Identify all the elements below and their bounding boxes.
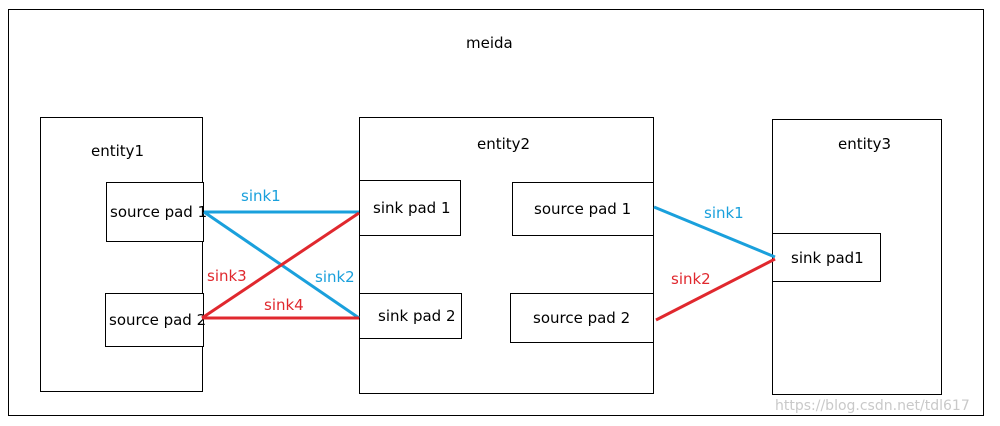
entity1-source-pad-2[interactable]: source pad 2 [105,293,206,347]
entity2-title: entity2 [477,135,531,153]
entity2-source-pad-1[interactable]: source pad 1 [512,182,654,236]
entity2-box [359,117,654,394]
entity3-sink-pad-1[interactable]: sink pad1 [772,233,881,282]
entity3-title: entity3 [838,135,892,153]
entity2-sink-pad-2[interactable]: sink pad 2 [359,293,462,339]
entity2-sink-pad-1[interactable]: sink pad 1 [359,180,461,236]
entity1-source-pad-1[interactable]: source pad 1 [106,182,207,242]
watermark-text: https://blog.csdn.net/tdl617 [775,398,970,414]
entity1-title: entity1 [91,142,145,160]
entity2-source-pad-2[interactable]: source pad 2 [510,293,654,343]
media-title: meida [466,34,513,52]
